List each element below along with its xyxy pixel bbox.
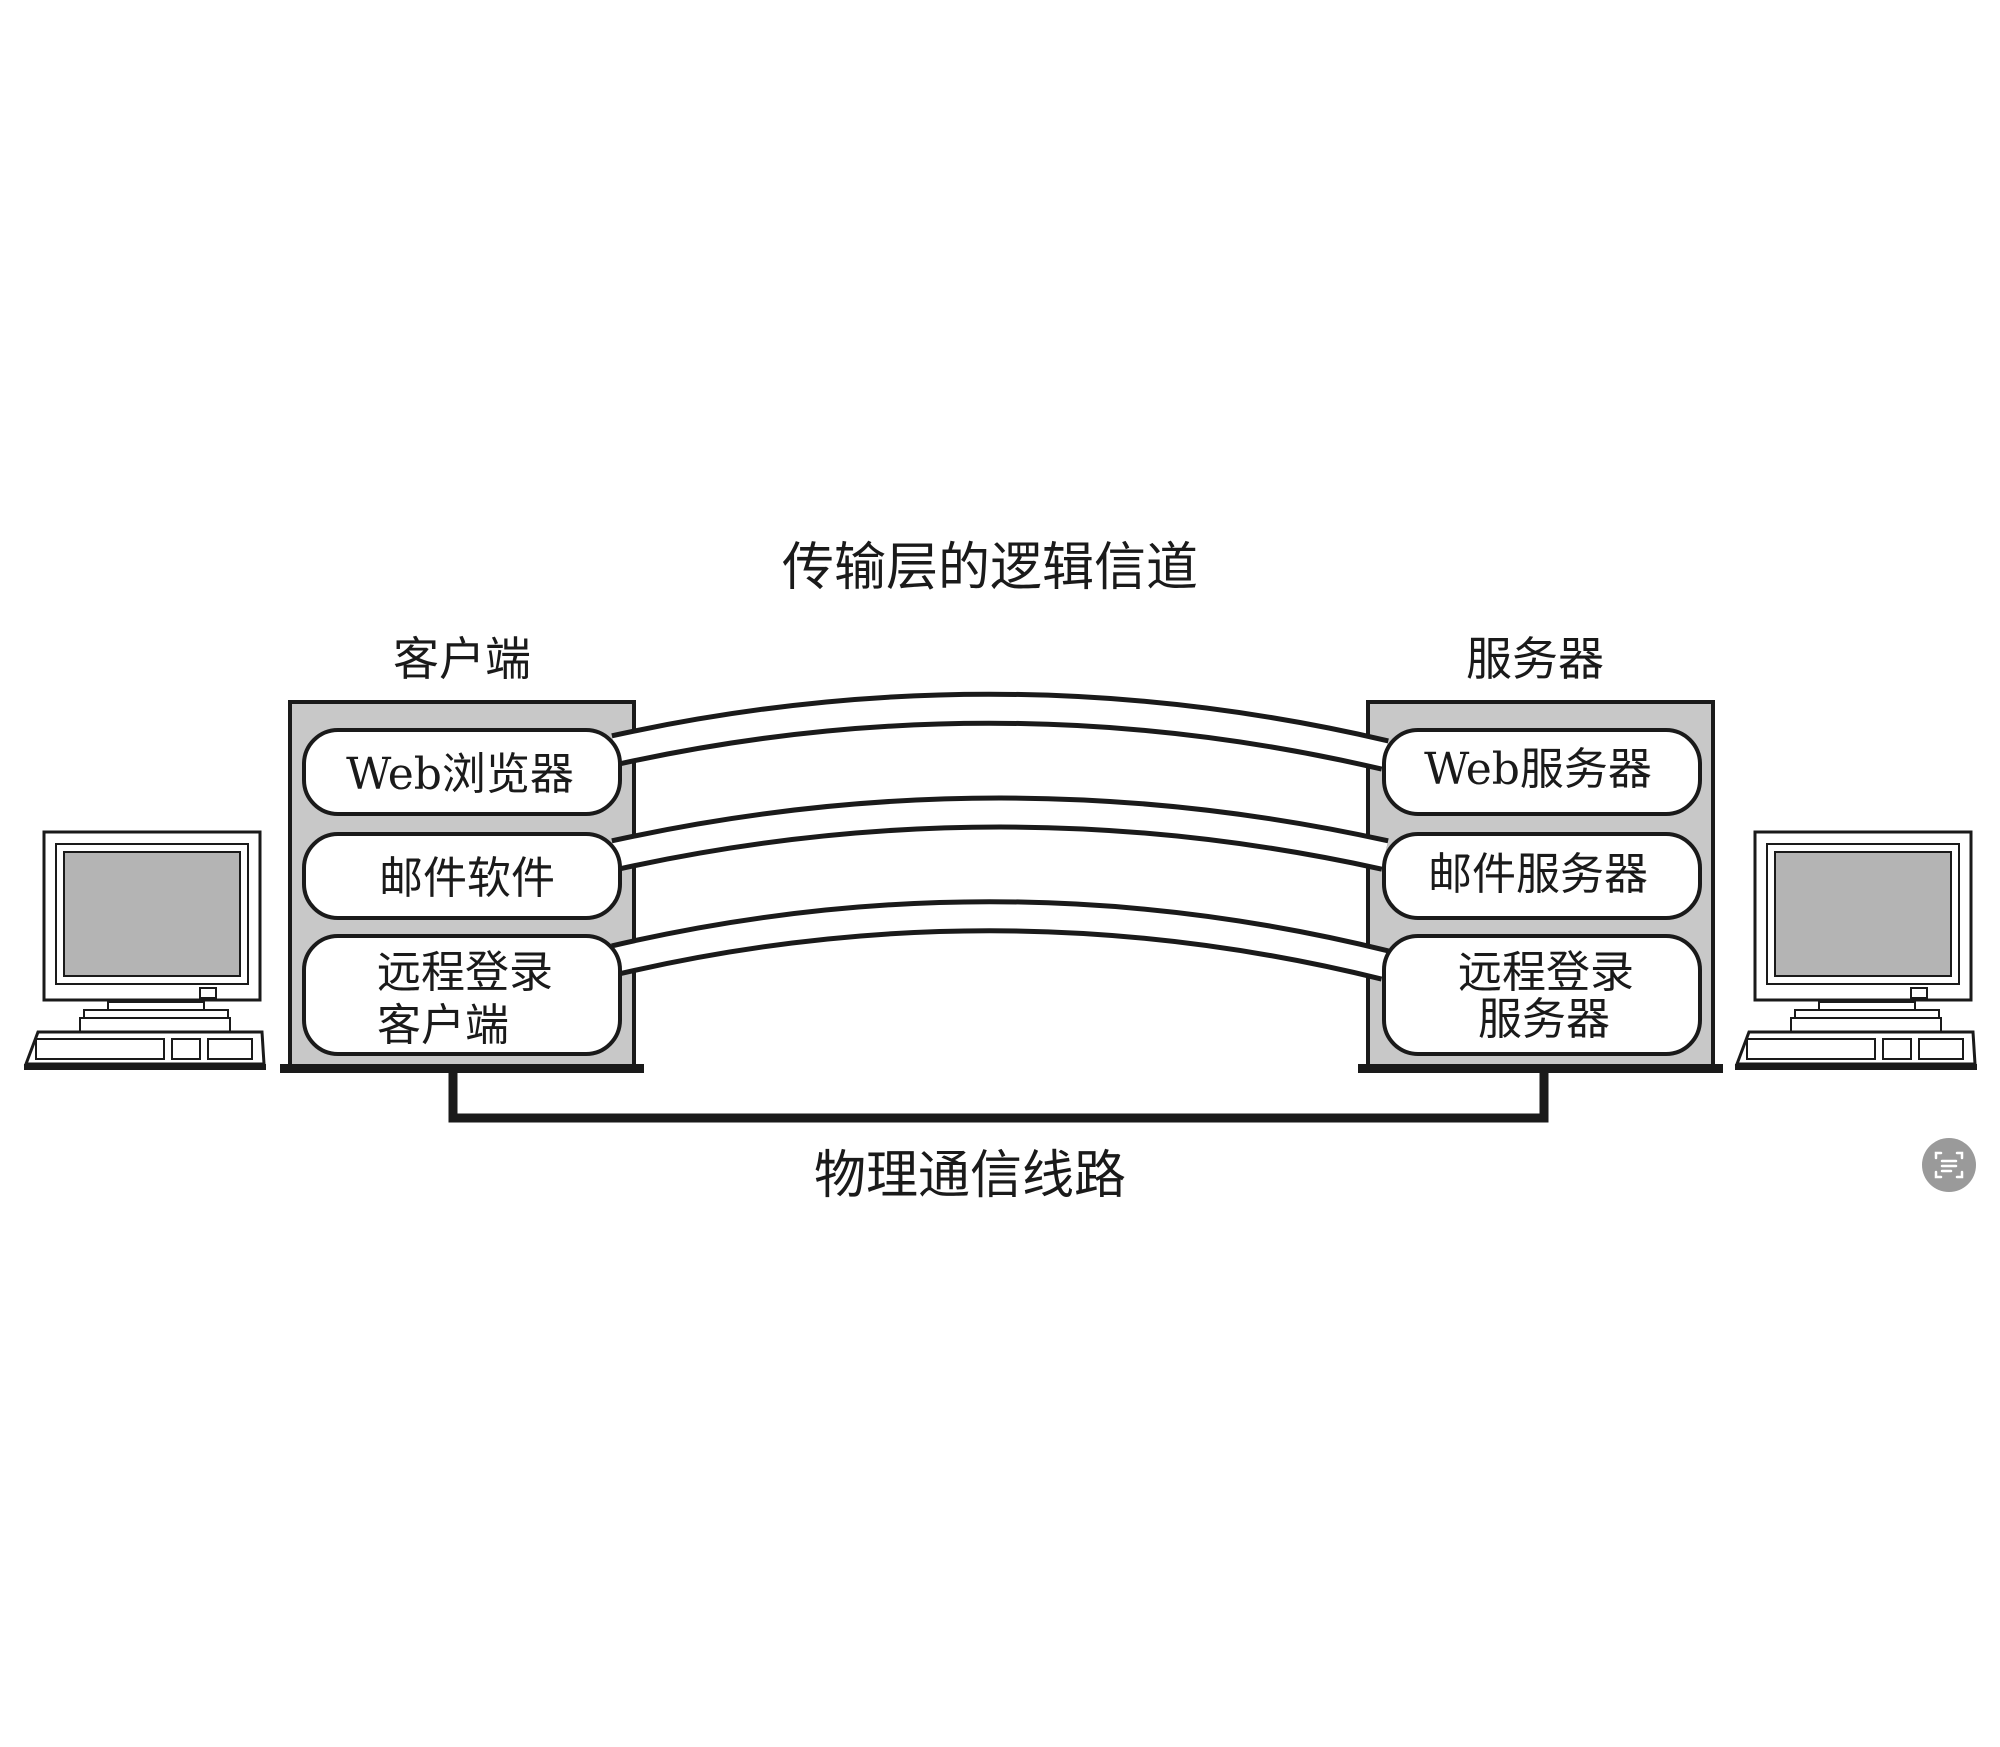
server-app-mail-server: 邮件服务器 (1382, 832, 1702, 920)
client-app-label-line1: 远程登录 (377, 947, 553, 998)
logical-channels (611, 691, 1390, 982)
server-app-label-line2: 服务器 (1478, 994, 1610, 1045)
channel-web (611, 691, 1389, 772)
channel-mail (611, 795, 1389, 872)
client-app-label: 邮件软件 (379, 853, 555, 904)
physical-line-label: 物理通信线路 (814, 1146, 1126, 1206)
server-app-label-line1: 远程登录 (1458, 947, 1634, 998)
desktop-computer-icon (23, 830, 266, 1070)
lens-button[interactable] (1922, 1138, 1976, 1192)
client-app-mail-software: 邮件软件 (302, 832, 622, 920)
client-app-remote-login: 远程登录 客户端 (302, 934, 622, 1056)
logical-channel-label: 传输层的逻辑信道 (782, 538, 1198, 598)
server-app-label: 邮件服务器 (1428, 849, 1648, 900)
server-app-remote-login: 远程登录 服务器 (1382, 934, 1702, 1056)
client-app-label: Web浏览器 (346, 749, 574, 800)
desktop-computer-icon (1734, 830, 1977, 1070)
client-app-web-browser: Web浏览器 (302, 728, 622, 816)
client-app-label-line2: 客户端 (377, 1000, 509, 1051)
server-app-label: Web服务器 (1424, 744, 1652, 795)
client-title: 客户端 (393, 632, 531, 686)
server-title: 服务器 (1466, 632, 1604, 686)
physical-line (448, 1072, 1549, 1123)
lens-icon (1934, 1151, 1964, 1179)
channel-remote-login (611, 899, 1390, 982)
server-app-web-server: Web服务器 (1382, 728, 1702, 816)
